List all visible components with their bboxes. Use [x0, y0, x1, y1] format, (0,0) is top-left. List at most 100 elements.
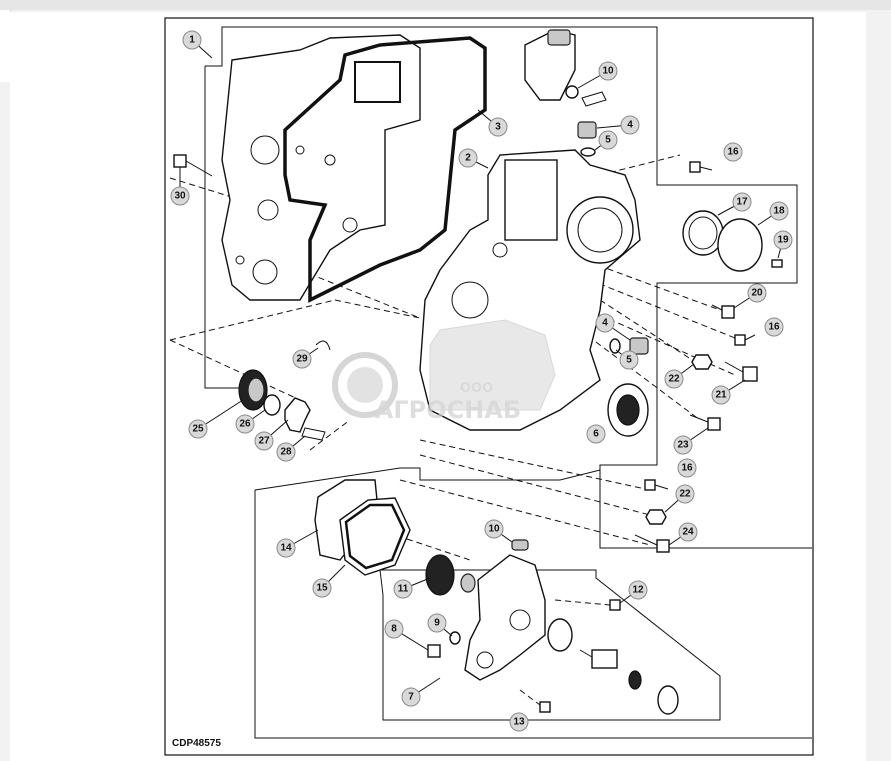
snap-ring-part — [657, 685, 679, 715]
cover-boss — [504, 159, 558, 241]
callout-18: 18 — [757, 201, 789, 226]
callout-12: 12 — [619, 580, 648, 604]
callout-11: 11 — [393, 577, 431, 599]
svg-text:29: 29 — [296, 354, 308, 365]
assembly-line — [589, 279, 741, 341]
svg-text:20: 20 — [751, 288, 763, 299]
svg-text:3: 3 — [495, 122, 501, 133]
callout-20: 20 — [733, 283, 767, 309]
pump-ring-part — [628, 670, 642, 690]
bolt-16-lower-part — [644, 479, 669, 491]
plug-10-lower-part — [511, 539, 529, 551]
figure-code: CDP48575 — [172, 738, 221, 749]
callout-23: 23 — [673, 427, 709, 455]
assembly-line — [519, 689, 541, 706]
nut-22-lower-part — [645, 509, 667, 525]
nut-22-upper-part — [691, 354, 713, 370]
svg-text:15: 15 — [316, 583, 328, 594]
bolt-24-part — [634, 534, 670, 553]
svg-text:8: 8 — [391, 624, 397, 635]
top-strip — [0, 0, 891, 10]
assembly-line — [169, 339, 301, 401]
callout-2: 2 — [458, 148, 489, 169]
assembly-line — [334, 299, 421, 319]
svg-text:12: 12 — [632, 585, 644, 596]
callout-17: 17 — [717, 192, 752, 216]
svg-text:2: 2 — [465, 153, 471, 164]
agrosnab-watermark: ООО АГРОСНАБ — [332, 319, 556, 424]
callout-14: 14 — [276, 529, 319, 558]
callout-16-mid: 16 — [764, 317, 784, 337]
callout-13: 13 — [509, 712, 529, 732]
cover-gasket-part — [283, 36, 487, 303]
watermark-line2: АГРОСНАБ — [375, 396, 521, 424]
callout-6: 6 — [586, 424, 606, 444]
callout-8: 8 — [384, 619, 429, 651]
svg-text:4: 4 — [627, 120, 633, 131]
svg-text:5: 5 — [605, 135, 611, 146]
svg-text:28: 28 — [280, 447, 292, 458]
assembly-line — [419, 454, 651, 516]
plate-hole — [324, 154, 336, 166]
plate-27-part — [284, 397, 311, 433]
cover-bore — [566, 196, 634, 264]
upper-panel-outline — [205, 26, 798, 320]
clip-29-part — [315, 340, 331, 351]
svg-text:27: 27 — [258, 436, 270, 447]
svg-text:19: 19 — [777, 235, 789, 246]
callout-22-upper: 22 — [664, 363, 695, 389]
svg-text:4: 4 — [602, 318, 608, 329]
outer-frame — [164, 17, 814, 756]
callout-5-upper: 5 — [594, 130, 618, 151]
gear-25-part — [238, 369, 268, 411]
svg-text:10: 10 — [488, 524, 500, 535]
right-panel-outline — [599, 320, 812, 549]
svg-text:18: 18 — [773, 206, 785, 217]
lower-panel-outline — [254, 467, 601, 548]
svg-text:7: 7 — [408, 692, 414, 703]
washer-9-part — [449, 631, 461, 645]
pump-bearing-part — [547, 618, 573, 652]
callout-29: 29 — [292, 347, 319, 369]
svg-text:10: 10 — [602, 66, 614, 77]
assembly-line — [554, 599, 611, 606]
svg-text:1: 1 — [189, 35, 195, 46]
svg-text:30: 30 — [174, 191, 186, 202]
callout-27: 27 — [254, 419, 289, 451]
svg-text:24: 24 — [682, 527, 694, 538]
callout-15: 15 — [312, 564, 346, 598]
plug-4-upper-part — [577, 121, 597, 157]
svg-text:22: 22 — [668, 374, 680, 385]
pump-bolt-hole — [476, 651, 494, 669]
callout-25: 25 — [188, 399, 244, 439]
svg-text:22: 22 — [679, 489, 691, 500]
upper-panel-left-edge — [204, 66, 240, 389]
water-pump-housing-part — [464, 554, 546, 681]
plate-hole — [295, 145, 305, 155]
svg-text:21: 21 — [715, 390, 727, 401]
callout-3: 3 — [477, 109, 508, 137]
bolt-12-part — [609, 599, 621, 611]
plate-hole — [257, 199, 279, 221]
cover-bore-inner — [577, 207, 623, 253]
cover-hole — [492, 242, 508, 258]
pump-bore — [509, 609, 531, 631]
callout-10-lower: 10 — [484, 519, 513, 543]
plate-hole — [342, 217, 358, 233]
plate-hole — [235, 255, 245, 265]
assembly-line — [599, 314, 736, 376]
callout-1: 1 — [182, 30, 213, 59]
svg-text:17: 17 — [736, 197, 748, 208]
pin-28-part — [301, 427, 326, 441]
bolt-30-part — [173, 154, 213, 177]
assembly-line — [299, 269, 421, 319]
callout-10-upper: 10 — [577, 61, 618, 89]
svg-text:5: 5 — [626, 355, 632, 366]
plate-hole — [252, 259, 278, 285]
assembly-line — [579, 329, 701, 421]
pump-subpanel-outline — [379, 569, 721, 721]
cover-plate-18-part — [717, 218, 763, 272]
svg-text:16: 16 — [727, 147, 739, 158]
svg-text:23: 23 — [677, 440, 689, 451]
svg-text:11: 11 — [398, 584, 409, 595]
